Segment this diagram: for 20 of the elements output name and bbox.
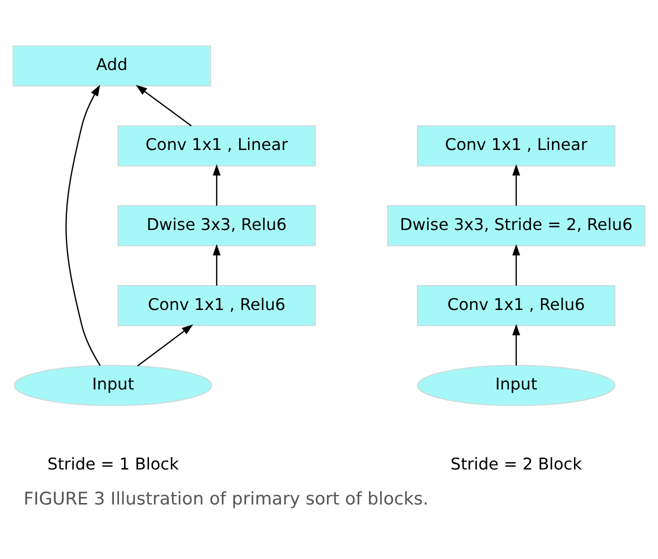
arrow [212, 164, 221, 206]
arrow [212, 244, 221, 286]
node-box: Dwise 3x3, Stride = 2, Relu6 [387, 204, 646, 246]
arrow [512, 164, 520, 206]
node-box: Conv 1x1 , Relu6 [117, 284, 316, 326]
node-ellipse: Input [14, 364, 212, 406]
arrow [65, 84, 101, 366]
label: Stride = 1 Block [47, 454, 179, 474]
node-box: Dwise 3x3, Relu6 [117, 204, 316, 246]
node-box: Add [12, 44, 212, 86]
label: Stride = 2 Block [450, 454, 582, 474]
node-box: Conv 1x1 , Relu6 [416, 284, 616, 326]
arrow [512, 324, 520, 365]
node-box: Conv 1x1 , Linear [117, 124, 316, 166]
node-box: Conv 1x1 , Linear [416, 124, 616, 166]
caption: FIGURE 3 Illustration of primary sort of blocks. [24, 488, 428, 509]
node-ellipse: Input [416, 364, 616, 406]
arrow [136, 84, 192, 126]
arrow [512, 244, 520, 286]
arrow [137, 324, 194, 366]
